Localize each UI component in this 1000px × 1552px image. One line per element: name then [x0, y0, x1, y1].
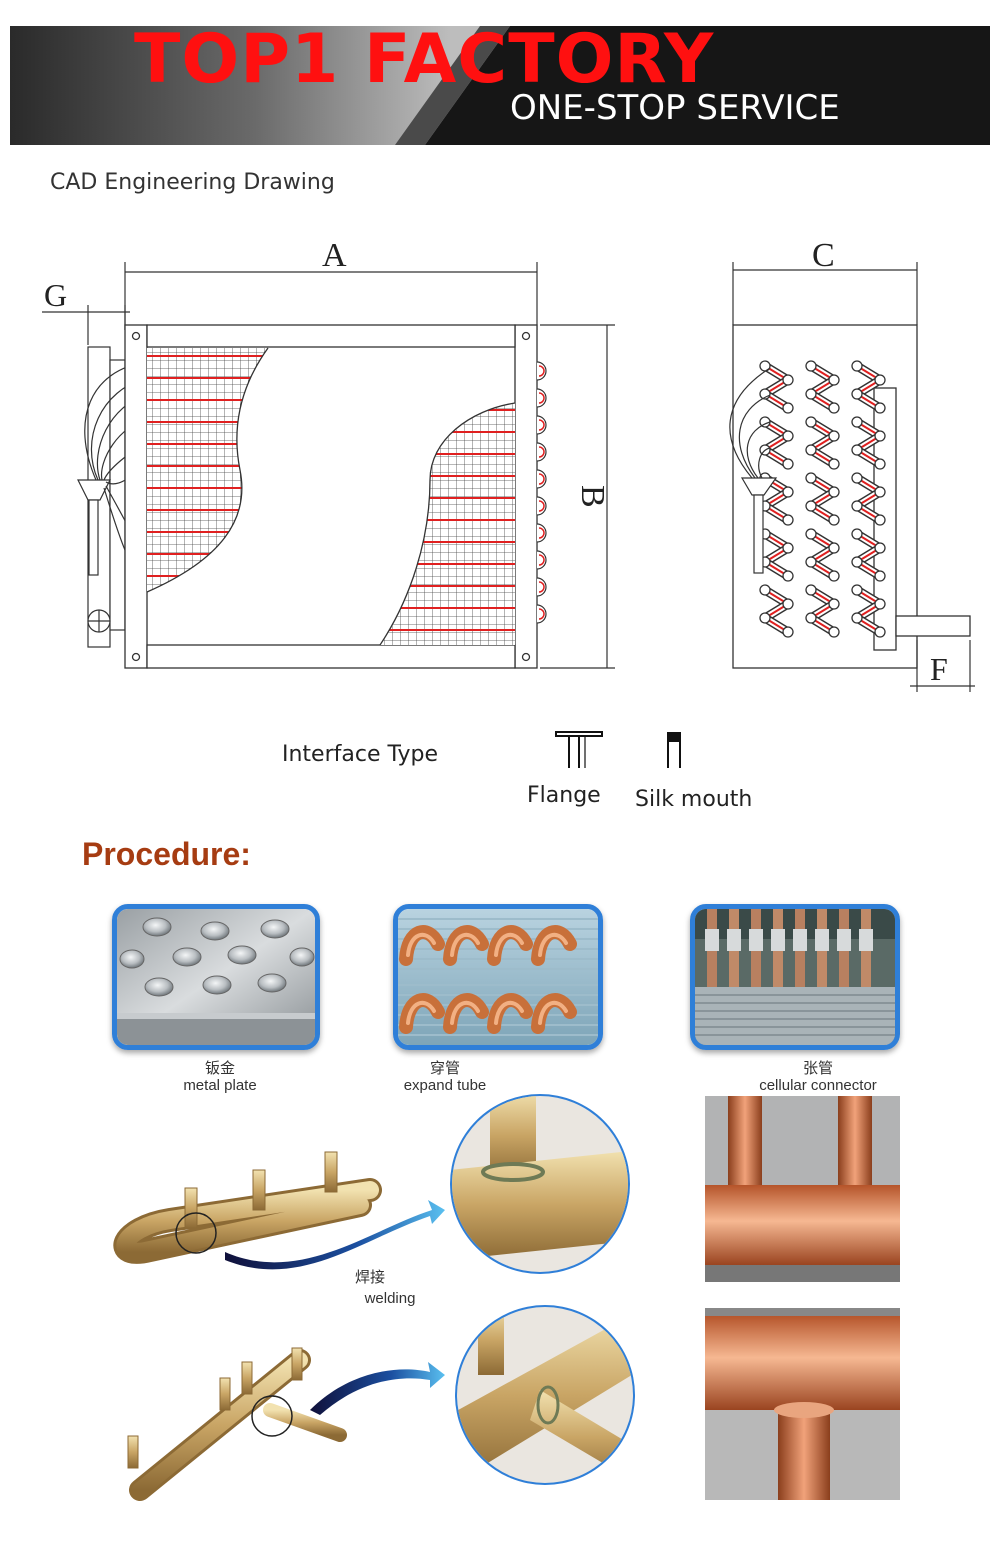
- cellular-connector-caption-cn: 张管: [802, 1060, 833, 1077]
- banner-subtitle: ONE-STOP SERVICE: [510, 88, 840, 128]
- return-bends: [536, 361, 547, 624]
- banner: TOP1 FACTORY ONE-STOP SERVICE: [10, 26, 990, 145]
- cad-drawing: A G: [42, 237, 975, 692]
- silk-mouth-icon: [667, 732, 681, 768]
- dim-label-b: B: [574, 485, 611, 508]
- expand-tube-photo: [393, 904, 603, 1050]
- dim-label-a: A: [322, 237, 347, 274]
- banner-title: TOP1 FACTORY: [134, 26, 715, 99]
- section-title: CAD Engineering Drawing: [50, 170, 335, 195]
- side-header: [729, 367, 778, 574]
- coil-body: [124, 324, 538, 669]
- dimension-b: [540, 324, 615, 669]
- banner-background: [10, 26, 990, 145]
- dimension-f: [910, 640, 975, 692]
- arrow-icon: [225, 1200, 445, 1270]
- metal-plate-caption: 钣金 metal plate: [160, 1060, 280, 1094]
- arrow-icon: [310, 1362, 445, 1415]
- cellular-connector-caption: 张管 cellular connector: [740, 1060, 896, 1094]
- expand-tube-caption-cn: 穿管: [429, 1060, 460, 1077]
- weld-closeup-2: [455, 1305, 635, 1485]
- interface-type-label: Interface Type: [282, 742, 439, 767]
- dim-label-g: G: [44, 277, 67, 313]
- expand-tube-caption: 穿管 expand tube: [385, 1060, 505, 1094]
- dim-label-f: F: [930, 651, 948, 687]
- welding-diagrams: 焊接 welding: [113, 1094, 900, 1501]
- flange-icon: [555, 731, 603, 768]
- copper-tee-joint-photo: [705, 1308, 900, 1500]
- procedure-title: Procedure:: [82, 836, 251, 872]
- cellular-connector-caption-en: cellular connector: [759, 1077, 877, 1094]
- branched-manifold: [127, 1347, 347, 1501]
- welding-caption-cn: 焊接: [355, 1269, 385, 1286]
- interface-flange-label: Flange: [527, 783, 601, 808]
- dimension-c: [732, 262, 918, 325]
- metal-plate-caption-cn: 钣金: [204, 1060, 235, 1077]
- dim-label-c: C: [812, 237, 835, 274]
- side-view-tubes: [759, 360, 886, 638]
- weld-closeup-1: [450, 1094, 630, 1274]
- metal-plate-photo: [112, 904, 320, 1050]
- copper-welded-joint-photo: [705, 1096, 900, 1282]
- interface-silk-mouth-label: Silk mouth: [635, 787, 753, 812]
- fin-section-left: [147, 348, 268, 592]
- metal-plate-caption-en: metal plate: [183, 1077, 257, 1094]
- welding-caption-en: welding: [364, 1290, 416, 1307]
- u-tube-manifold: [113, 1151, 382, 1264]
- header-pipe: [77, 346, 126, 648]
- expand-tube-caption-en: expand tube: [403, 1077, 487, 1094]
- cellular-connector-photo: [690, 904, 900, 1050]
